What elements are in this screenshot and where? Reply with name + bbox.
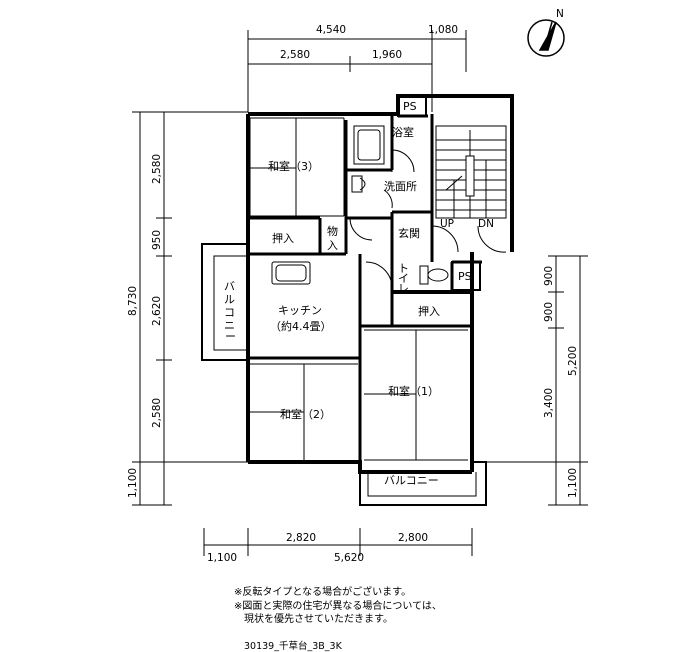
dim-right-e: 1,100 [567, 468, 579, 498]
bottom-balcony [359, 461, 487, 506]
tatami-lines [249, 117, 468, 461]
room-kitchen-size: （約4.4畳） [270, 319, 332, 333]
dim-left-a: 2,580 [151, 154, 163, 184]
right-dimension-labels: 900 900 3,400 5,200 1,100 [543, 266, 579, 498]
room-bath: 浴室 [392, 125, 414, 139]
room-oshiire-mid: 押入 [418, 304, 440, 318]
room-mono-a: 物 [327, 224, 338, 238]
ps-label-mid: PS [458, 270, 472, 283]
dim-bottom-left: 1,100 [207, 552, 237, 564]
left-balcony [201, 243, 248, 361]
bathtub [353, 125, 385, 165]
dim-top-a: 2,580 [280, 49, 310, 61]
dim-right-total: 5,200 [567, 346, 579, 376]
dim-bottom-a: 2,820 [286, 532, 316, 544]
dim-left-d: 2,580 [151, 398, 163, 428]
balcony-left-char: コ [224, 306, 235, 319]
dim-left-total: 8,730 [127, 286, 139, 316]
room-mono-b: 入 [327, 239, 338, 252]
toilet-fixture [419, 265, 449, 285]
dim-right-b: 900 [543, 302, 555, 322]
top-dimension-lines [247, 30, 467, 112]
room-balcony-left: バ ル コ ニ ー [224, 280, 236, 343]
room-oshiire-top: 押入 [272, 231, 294, 245]
note-line-2: ※図面と実際の住宅が異なる場合については、 [234, 601, 442, 612]
north-label: N [556, 8, 564, 20]
bottom-dimension-lines [203, 528, 473, 556]
room-balcony-bottom: バルコニー [384, 474, 439, 487]
stair-dn-label: DN [478, 218, 494, 230]
note-line-3: 現状を優先させていただきます。 [234, 614, 393, 625]
dim-left-b: 950 [151, 230, 163, 250]
ps-box-top [397, 95, 427, 117]
dim-left-e: 1,100 [127, 468, 139, 498]
ps-label-top: PS [403, 100, 417, 113]
balcony-left-char: ー [225, 330, 236, 343]
washbasin [351, 175, 366, 193]
dim-top-b: 1,960 [372, 49, 402, 61]
plan-code: 30139_千草台_3B_3K [244, 641, 342, 652]
room-toilet-a: ト [398, 262, 409, 275]
room-washitsu-2: 和室（2） [280, 407, 331, 421]
dim-bottom-b: 2,800 [398, 532, 428, 544]
north-arrow-icon [527, 19, 565, 57]
room-washroom: 洗面所 [384, 180, 417, 193]
stairwell [435, 125, 507, 219]
door-swings [349, 149, 507, 289]
room-toilet-b: イ [398, 272, 409, 285]
stair-up-label: UP [440, 218, 454, 230]
balcony-left-char: バ [224, 280, 235, 293]
note-line-1: ※反転タイプとなる場合がございます。 [234, 587, 412, 598]
dim-top-total: 4,540 [316, 24, 346, 36]
room-washitsu-3: 和室（3） [268, 159, 319, 173]
dim-top-right: 1,080 [428, 24, 458, 36]
dim-right-c: 3,400 [543, 388, 555, 418]
room-toilet-c: レ [398, 282, 409, 295]
balcony-left-char: ル [224, 293, 235, 306]
dim-right-a: 900 [543, 266, 555, 286]
dim-left-c: 2,620 [151, 296, 163, 326]
room-kitchen: キッチン [278, 304, 322, 317]
left-dimension-labels: 8,730 2,580 950 2,620 2,580 1,100 [127, 154, 163, 498]
right-dimension-lines [486, 255, 588, 506]
dim-bottom-total: 5,620 [334, 552, 364, 564]
ps-box-mid [451, 261, 481, 291]
left-dimension-lines [132, 111, 248, 506]
kitchen-sink [271, 261, 311, 285]
room-washitsu-1: 和室（1） [388, 384, 439, 398]
balcony-left-char: ニ [224, 319, 235, 332]
room-genkan: 玄関 [398, 226, 420, 240]
